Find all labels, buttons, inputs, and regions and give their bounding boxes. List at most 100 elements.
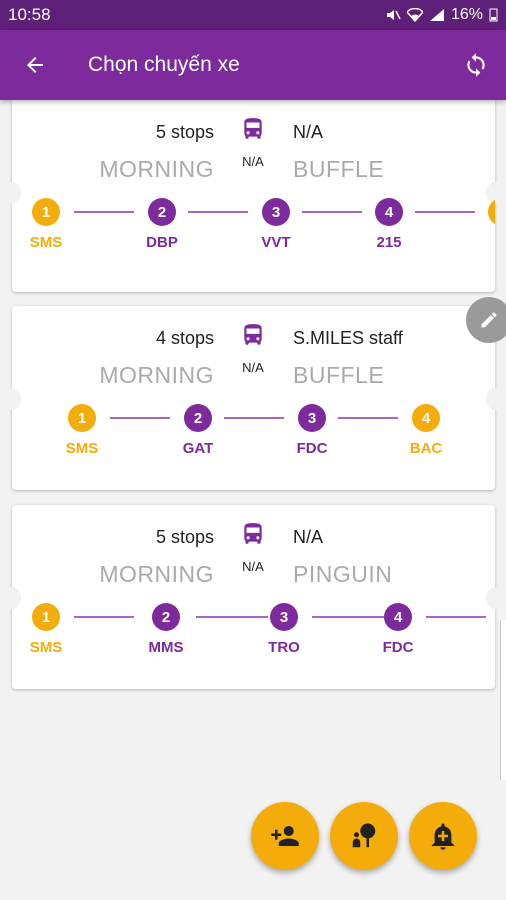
sync-icon <box>467 53 485 77</box>
vehicle-name: N/A <box>293 527 324 547</box>
stops-count: 4 stops <box>155 328 214 348</box>
stop-number: 2 <box>152 603 180 631</box>
add-person-button[interactable] <box>251 802 319 870</box>
add-alert-button[interactable] <box>409 802 477 870</box>
bus-icon <box>244 523 262 544</box>
stop-name: FDC <box>296 440 328 457</box>
stops-count: 5 stops <box>155 527 214 547</box>
stop-number: 3 <box>298 404 326 432</box>
person-tree-button[interactable] <box>330 802 398 870</box>
stop-connector <box>188 211 248 213</box>
stop-connector <box>196 616 268 618</box>
bus-icon <box>244 118 262 139</box>
trip-card[interactable]: 4 stops N/A S.MILES staff MORNING BUFFLE… <box>3 306 504 490</box>
side-drawer-handle[interactable] <box>500 620 506 780</box>
app-bar: Chọn chuyến xe <box>0 30 506 100</box>
stop-number: 4 <box>375 198 403 226</box>
ticket-notch <box>3 182 21 204</box>
stop-connector <box>74 211 134 213</box>
status-bar: 10:58 16% <box>0 0 506 30</box>
wifi-icon <box>406 8 423 22</box>
stop-connector <box>224 417 284 419</box>
stop-connector <box>74 616 134 618</box>
route-name: PINGUIN <box>293 561 393 587</box>
status-time: 10:58 <box>8 5 51 24</box>
bus-label: N/A <box>242 360 264 375</box>
stop-connector <box>110 417 170 419</box>
stop-number: 4 <box>412 404 440 432</box>
battery-icon <box>489 8 498 22</box>
edit-button[interactable] <box>466 297 506 343</box>
pencil-icon <box>481 312 497 328</box>
stop-number: 4 <box>384 603 412 631</box>
stop-name: SMS <box>29 639 63 656</box>
bus-label: N/A <box>242 154 264 169</box>
vehicle-name: S.MILES staff <box>293 328 403 348</box>
route-name: BUFFLE <box>293 362 385 388</box>
shift-label: MORNING <box>99 156 214 182</box>
stop-name: GAT <box>182 440 214 457</box>
vehicle-name: N/A <box>293 122 324 142</box>
stop-name: MMS <box>148 639 184 656</box>
ticket-notch <box>486 587 504 609</box>
stop-name: SMS <box>65 440 99 457</box>
bus-icon <box>244 324 262 345</box>
mute-icon <box>386 10 401 20</box>
signal-icon <box>429 9 444 21</box>
stop-connector <box>415 211 475 213</box>
battery-percent: 16% <box>450 6 483 23</box>
stop-number: 3 <box>262 198 290 226</box>
ticket-notch <box>486 182 504 204</box>
route-name: BUFFLE <box>293 156 385 182</box>
stop-number: 2 <box>184 404 212 432</box>
stop-number: 1 <box>32 603 60 631</box>
back-button[interactable] <box>0 30 70 100</box>
refresh-button[interactable] <box>446 30 506 100</box>
stop-connector <box>426 616 486 618</box>
stop-name: SMS <box>29 234 63 251</box>
stop-number: 5 <box>488 198 495 226</box>
stop-connector <box>338 417 398 419</box>
arrow-back-icon <box>27 57 43 73</box>
stop-number: 2 <box>148 198 176 226</box>
stop-item: 5C <box>472 198 495 251</box>
stops-count: 5 stops <box>155 122 214 142</box>
stop-name: VVT <box>261 234 291 251</box>
stop-name: TRO <box>268 639 300 656</box>
ticket-notch <box>486 388 504 410</box>
stop-connector <box>302 211 362 213</box>
stop-name: 215 <box>376 234 402 251</box>
stop-name: BAC <box>409 440 443 457</box>
stop-number: 1 <box>32 198 60 226</box>
person-tree-icon <box>352 823 376 848</box>
shift-label: MORNING <box>99 561 214 587</box>
stop-connector <box>312 616 384 618</box>
page-title: Chọn chuyến xe <box>88 53 240 76</box>
stop-name: DBP <box>146 234 178 251</box>
stop-name: FDC <box>382 639 414 656</box>
ticket-notch <box>3 388 21 410</box>
stop-number: 3 <box>270 603 298 631</box>
stop-name: C <box>472 234 495 251</box>
bus-label: N/A <box>242 559 264 574</box>
stop-number: 1 <box>68 404 96 432</box>
ticket-notch <box>3 587 21 609</box>
